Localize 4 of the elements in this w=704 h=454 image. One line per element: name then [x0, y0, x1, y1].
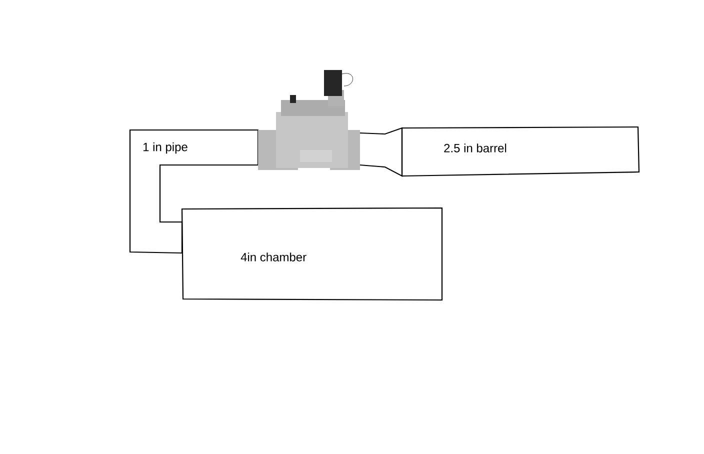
chamber-box: 4in chamber: [181, 207, 443, 301]
barrel-box: 2.5 in barrel: [401, 126, 640, 177]
valve-drawing: [258, 70, 360, 170]
pipe-outline: 1 in pipe: [129, 129, 259, 254]
